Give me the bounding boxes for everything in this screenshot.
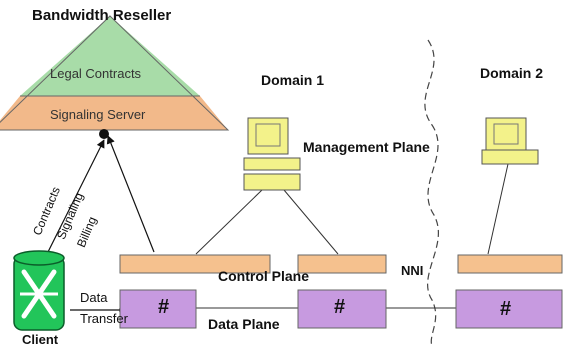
computer-icon: [481, 117, 539, 165]
client-label: Client: [22, 332, 59, 347]
switch-symbol-3: #: [500, 298, 512, 320]
data-box-2: [297, 289, 387, 329]
signaling-arrow: [106, 135, 155, 253]
domain-1-label: Domain 1: [261, 72, 325, 88]
data-plane-label: Data Plane: [208, 316, 280, 332]
client-contract-arrow: [45, 139, 105, 257]
reseller-triangle-outline: [0, 15, 230, 131]
link-d2pc-ctrl3: [487, 163, 509, 255]
control-box-3: [457, 254, 563, 274]
nni-label: NNI: [401, 263, 424, 278]
link-d1pc-ctrl1: [195, 189, 263, 255]
control-box-2: [297, 254, 387, 274]
signaling-server-label: Signaling Server: [50, 107, 146, 122]
link-d1pc-ctrl2: [283, 189, 339, 255]
switch-symbol-1: #: [158, 296, 170, 318]
signaling-server-endpoint: [99, 129, 109, 139]
data-transfer-label-line2: Transfer: [80, 311, 128, 326]
data-transfer-label-line1: Data: [80, 290, 108, 305]
management-plane-label: Management Plane: [303, 139, 430, 155]
router-icon: [13, 250, 65, 331]
data-box-3: [455, 289, 563, 329]
computer-icon: [243, 117, 301, 191]
domain-separator: [424, 39, 439, 347]
reseller-triangle-bottom: [0, 96, 228, 130]
domain-2-label: Domain 2: [480, 65, 544, 81]
control-box-1: [119, 254, 271, 274]
legal-contracts-label: Legal Contracts: [50, 66, 142, 81]
control-plane-label: Control Plane: [218, 268, 310, 284]
switch-symbol-2: #: [334, 296, 346, 318]
diagram-title: Bandwidth Reseller: [32, 7, 172, 24]
data-box-1: [119, 289, 197, 329]
reseller-triangle-top: [20, 16, 200, 96]
